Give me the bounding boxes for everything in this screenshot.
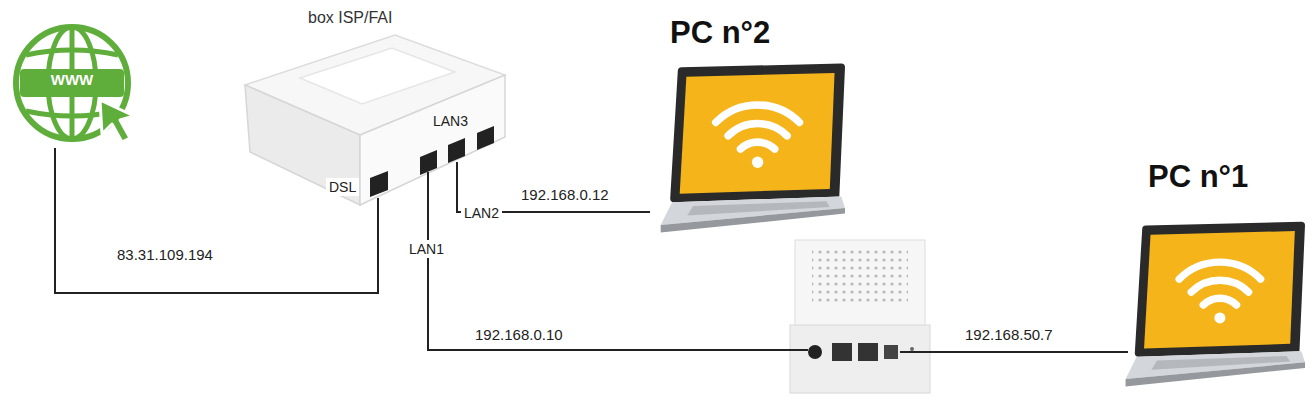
wires bbox=[428, 162, 1128, 352]
node-title: PC n°2 bbox=[670, 14, 770, 51]
network-cable bbox=[55, 148, 378, 293]
ip-address: 192.168.0.10 bbox=[472, 326, 566, 344]
laptop-pc1 bbox=[1126, 222, 1305, 387]
node-title: PC n°1 bbox=[1148, 158, 1248, 195]
ip-address: 192.168.0.12 bbox=[518, 186, 612, 204]
ip-address: 83.31.109.194 bbox=[114, 246, 216, 264]
laptop-pc2 bbox=[661, 64, 845, 233]
globe-node: WWW bbox=[10, 18, 138, 148]
wifi-router bbox=[790, 240, 930, 393]
router-box: box ISP/FAI bbox=[240, 8, 510, 198]
port-label: LAN2 bbox=[461, 204, 502, 222]
port-label: DSL bbox=[326, 178, 359, 196]
port-label: LAN3 bbox=[430, 112, 471, 130]
ip-address: 192.168.50.7 bbox=[962, 326, 1056, 344]
port-label: LAN1 bbox=[406, 240, 447, 258]
laptop-node: PC n°2 bbox=[650, 14, 845, 246]
node-title: box ISP/FAI bbox=[308, 8, 392, 27]
node-title: WWW bbox=[10, 71, 134, 89]
isp-box bbox=[245, 35, 505, 205]
laptop-node: PC n°1 bbox=[1118, 158, 1306, 396]
